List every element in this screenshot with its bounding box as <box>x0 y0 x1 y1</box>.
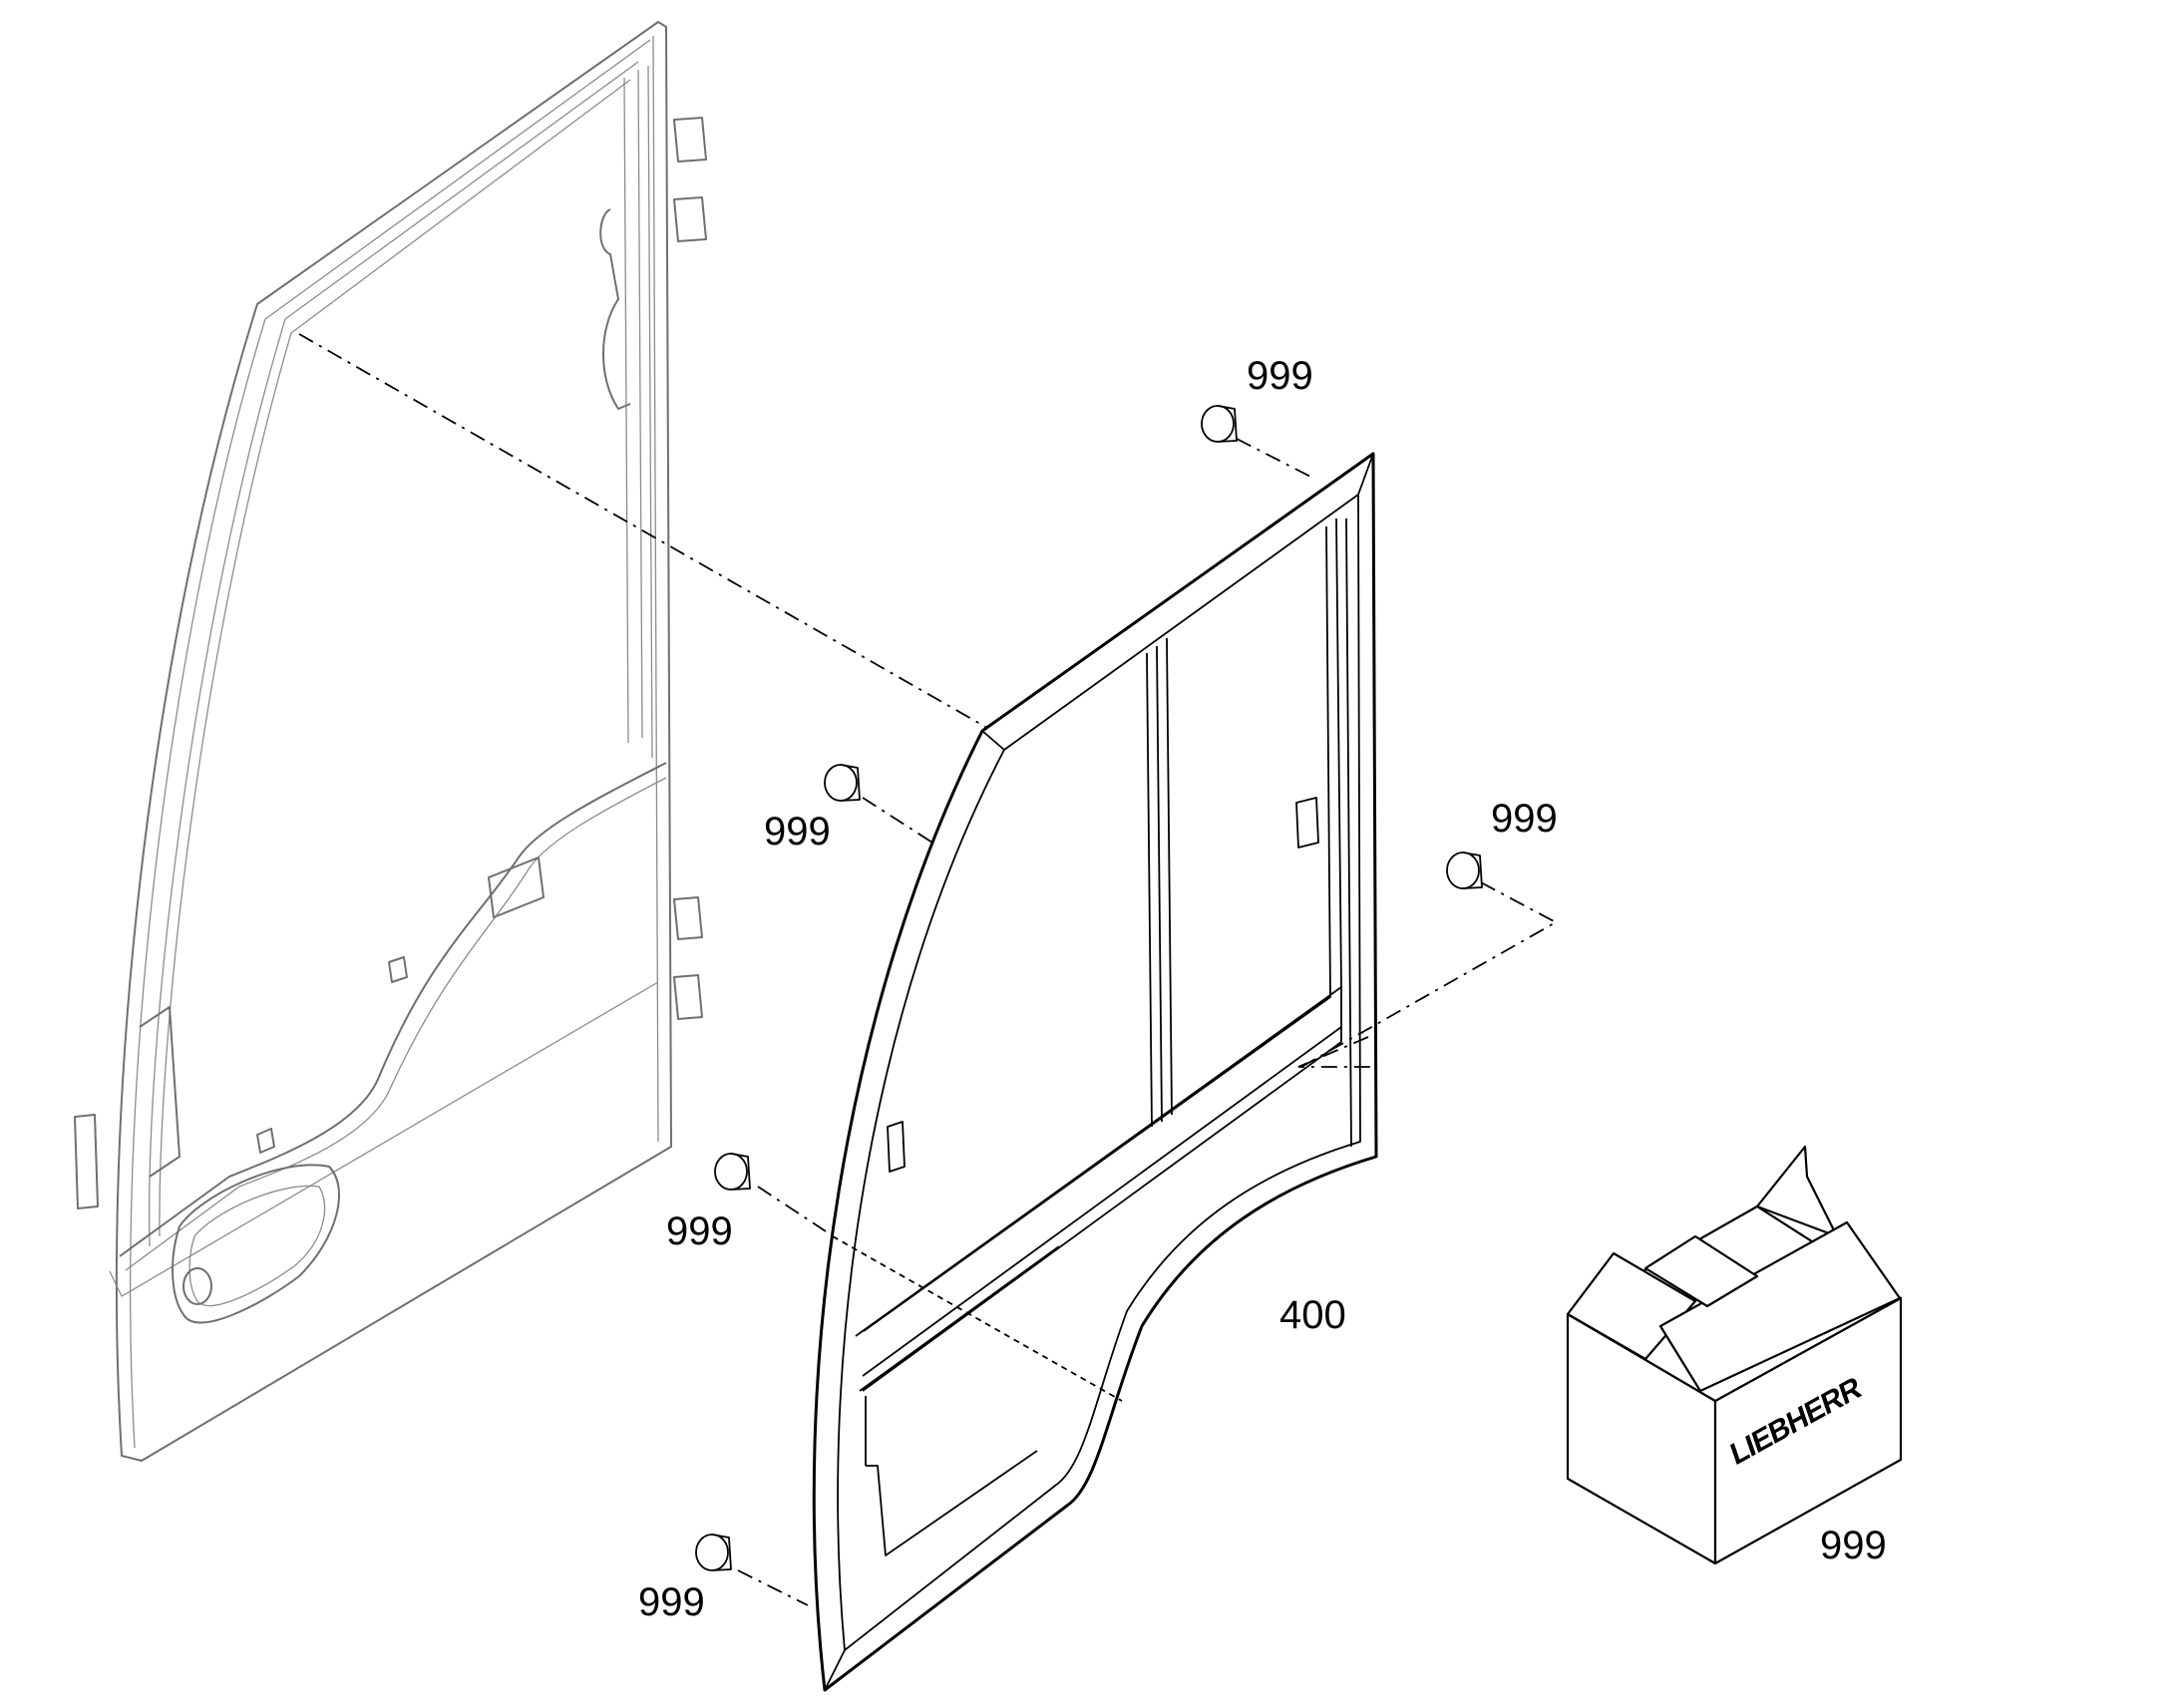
leader-lines <box>298 333 1558 1606</box>
pad-bottom <box>695 1534 732 1571</box>
callout-pad-mid-left: 999 <box>666 1209 733 1253</box>
callout-pad-top: 999 <box>1247 354 1313 398</box>
pad-upper-left <box>824 764 861 802</box>
door-assembly-ghost <box>74 21 707 1462</box>
callout-box: 999 <box>1820 1524 1887 1567</box>
window-frame-part-400 <box>812 452 1378 1692</box>
callout-door-part: 400 <box>1279 1293 1346 1337</box>
callout-pad-right: 999 <box>1491 797 1558 841</box>
packaging-box-icon: LIEBHERR <box>1566 1145 1903 1565</box>
callout-pad-upper-left: 999 <box>764 810 831 854</box>
callout-pad-bottom: 999 <box>638 1580 705 1624</box>
pad-mid-left <box>714 1153 751 1191</box>
pad-right <box>1446 852 1483 889</box>
pad-top <box>1201 405 1238 443</box>
